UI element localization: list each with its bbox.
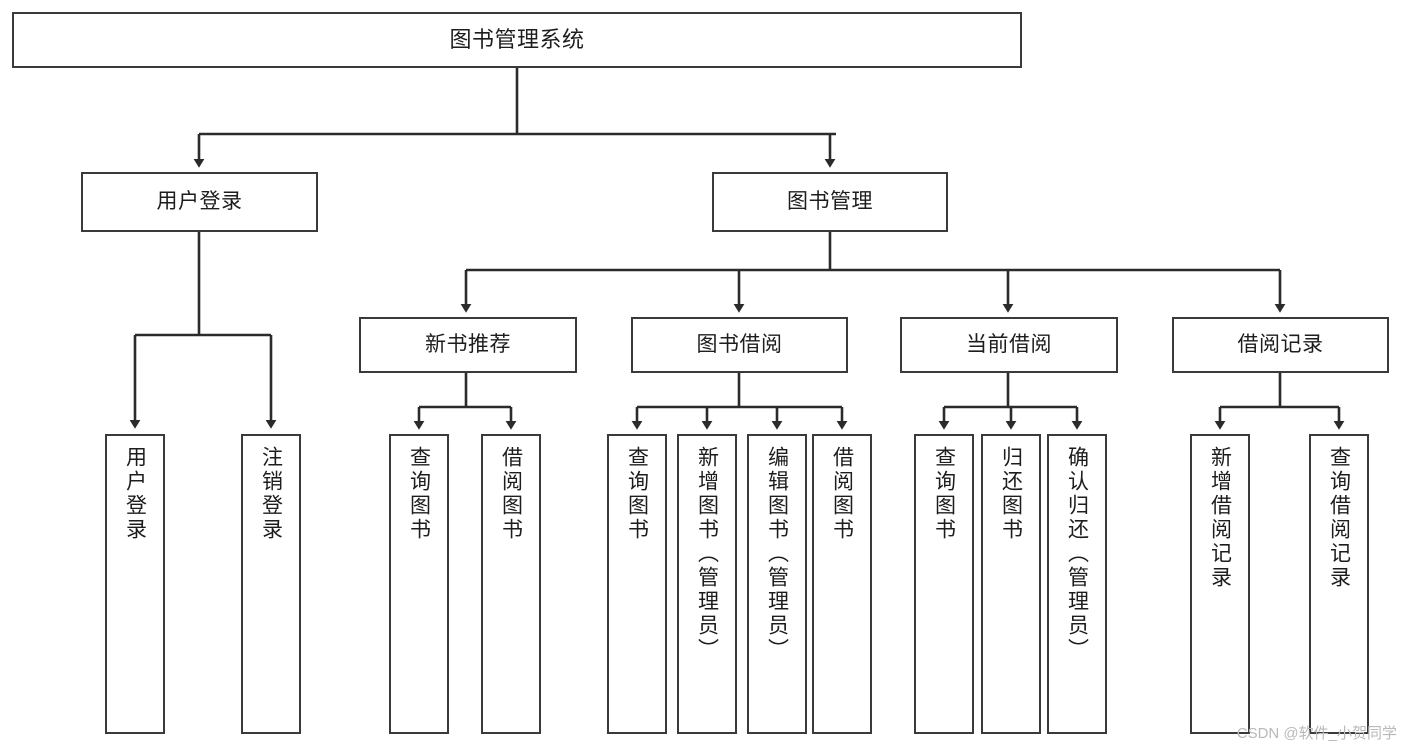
leaf-user-login[interactable]: 用户登录 — [105, 434, 165, 734]
leaf-confirm-return[interactable]: 确认归还（管理员） — [1047, 434, 1107, 734]
node-user-login-label: 用户登录 — [156, 190, 243, 214]
node-book-borrow[interactable]: 图书借阅 — [631, 317, 848, 373]
node-current-borrow-label: 当前借阅 — [966, 333, 1052, 357]
leaf-query-book-1-label: 查询图书 — [407, 446, 431, 542]
leaf-borrow-book-1-label: 借阅图书 — [499, 446, 523, 542]
leaf-query-record-label: 查询借阅记录 — [1327, 446, 1351, 590]
leaf-return-book[interactable]: 归还图书 — [981, 434, 1041, 734]
leaf-add-book[interactable]: 新增图书（管理员） — [677, 434, 737, 734]
leaf-return-book-label: 归还图书 — [999, 446, 1023, 542]
node-root-label: 图书管理系统 — [449, 26, 585, 52]
node-new-book-rec-label: 新书推荐 — [425, 333, 511, 357]
node-current-borrow[interactable]: 当前借阅 — [900, 317, 1118, 373]
leaf-query-book-3-label: 查询图书 — [932, 446, 956, 542]
leaf-logout-label: 注销登录 — [259, 446, 283, 542]
leaf-user-login-label: 用户登录 — [123, 446, 147, 542]
node-user-login[interactable]: 用户登录 — [81, 172, 318, 232]
leaf-confirm-return-label: 确认归还（管理员） — [1065, 446, 1089, 662]
leaf-add-book-label: 新增图书（管理员） — [695, 446, 719, 662]
leaf-add-record[interactable]: 新增借阅记录 — [1190, 434, 1250, 734]
leaf-query-book-1[interactable]: 查询图书 — [389, 434, 449, 734]
leaf-query-book-2-label: 查询图书 — [625, 446, 649, 542]
node-book-borrow-label: 图书借阅 — [696, 333, 783, 357]
leaf-add-record-label: 新增借阅记录 — [1208, 446, 1232, 590]
leaf-query-book-2[interactable]: 查询图书 — [607, 434, 667, 734]
leaf-borrow-book-2-label: 借阅图书 — [830, 446, 854, 542]
node-borrow-record[interactable]: 借阅记录 — [1172, 317, 1389, 373]
leaf-query-book-3[interactable]: 查询图书 — [914, 434, 974, 734]
node-book-manage-label: 图书管理 — [787, 190, 873, 214]
node-book-manage[interactable]: 图书管理 — [712, 172, 948, 232]
leaf-borrow-book-2[interactable]: 借阅图书 — [812, 434, 872, 734]
node-borrow-record-label: 借阅记录 — [1237, 333, 1324, 357]
leaf-borrow-book-1[interactable]: 借阅图书 — [481, 434, 541, 734]
leaf-edit-book-label: 编辑图书（管理员） — [765, 446, 789, 662]
leaf-query-record[interactable]: 查询借阅记录 — [1309, 434, 1369, 734]
leaf-edit-book[interactable]: 编辑图书（管理员） — [747, 434, 807, 734]
leaf-logout[interactable]: 注销登录 — [241, 434, 301, 734]
node-new-book-rec[interactable]: 新书推荐 — [359, 317, 577, 373]
watermark: CSDN @软件_小贺同学 — [1236, 725, 1397, 742]
node-root[interactable]: 图书管理系统 — [12, 12, 1022, 68]
